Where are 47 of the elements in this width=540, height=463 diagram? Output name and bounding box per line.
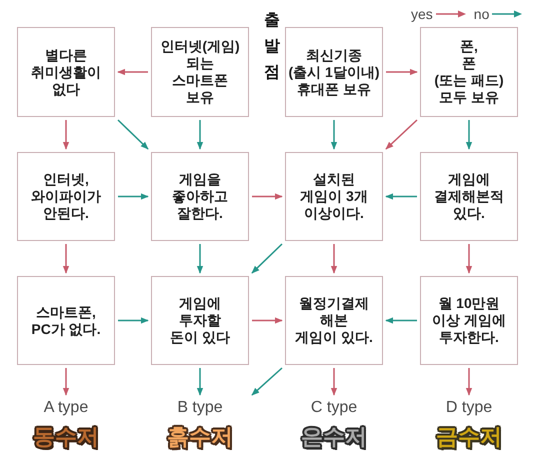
arrow bbox=[62, 120, 70, 150]
arrow bbox=[385, 119, 418, 150]
question-box: 게임에 결제해본적 있다. bbox=[420, 152, 518, 241]
question-box: 최신기종 (출시 1달이내) 휴대폰 보유 bbox=[285, 27, 383, 117]
question-box: 스마트폰, PC가 없다. bbox=[17, 276, 115, 365]
question-box: 월정기결제 해본 게임이 있다. bbox=[285, 276, 383, 365]
start-label: 출발점 bbox=[262, 0, 281, 78]
arrow bbox=[385, 193, 417, 200]
result-label: 동수저 bbox=[33, 424, 99, 450]
arrow bbox=[386, 68, 418, 76]
arrow bbox=[466, 120, 472, 150]
question-box: 폰, 폰 (또는 패드) 모두 보유 bbox=[420, 27, 518, 117]
arrow bbox=[118, 193, 149, 200]
result-label: 은수저 bbox=[301, 424, 367, 450]
arrow bbox=[252, 317, 283, 324]
arrow bbox=[117, 119, 149, 150]
type-label: B type bbox=[177, 398, 223, 417]
type-label: D type bbox=[446, 398, 492, 417]
question-box: 월 10만원 이상 게임에 투자한다. bbox=[420, 276, 518, 365]
arrow bbox=[251, 243, 283, 274]
arrow bbox=[118, 317, 149, 324]
arrow bbox=[196, 368, 204, 396]
arrow bbox=[330, 368, 338, 396]
arrow bbox=[330, 120, 338, 150]
legend-label: yes bbox=[411, 6, 433, 22]
arrow bbox=[466, 244, 472, 274]
arrow bbox=[330, 244, 338, 274]
question-box: 게임에 투자할 돈이 있다 bbox=[151, 276, 249, 365]
question-box: 별다른 취미생활이 없다 bbox=[17, 27, 115, 117]
type-label: C type bbox=[310, 398, 358, 417]
arrow bbox=[196, 244, 204, 274]
arrow bbox=[62, 368, 70, 396]
arrow bbox=[62, 244, 70, 274]
arrow bbox=[251, 367, 282, 396]
question-box: 인터넷, 와이파이가 안된다. bbox=[17, 152, 115, 241]
arrow bbox=[385, 317, 417, 324]
question-box: 인터넷(게임) 되는 스마트폰 보유 bbox=[151, 27, 249, 117]
legend-label: no bbox=[474, 6, 490, 22]
question-box: 설치된 게임이 3개 이상이다. bbox=[285, 152, 383, 241]
type-label: A type bbox=[44, 398, 88, 417]
result-label: 금수저 bbox=[436, 424, 502, 450]
arrow bbox=[252, 193, 283, 200]
arrow bbox=[466, 368, 472, 396]
question-box: 게임을 좋아하고 잘한다. bbox=[151, 152, 249, 241]
arrow bbox=[117, 68, 148, 76]
result-label: 흙수저 bbox=[167, 424, 233, 450]
arrow bbox=[196, 120, 204, 150]
